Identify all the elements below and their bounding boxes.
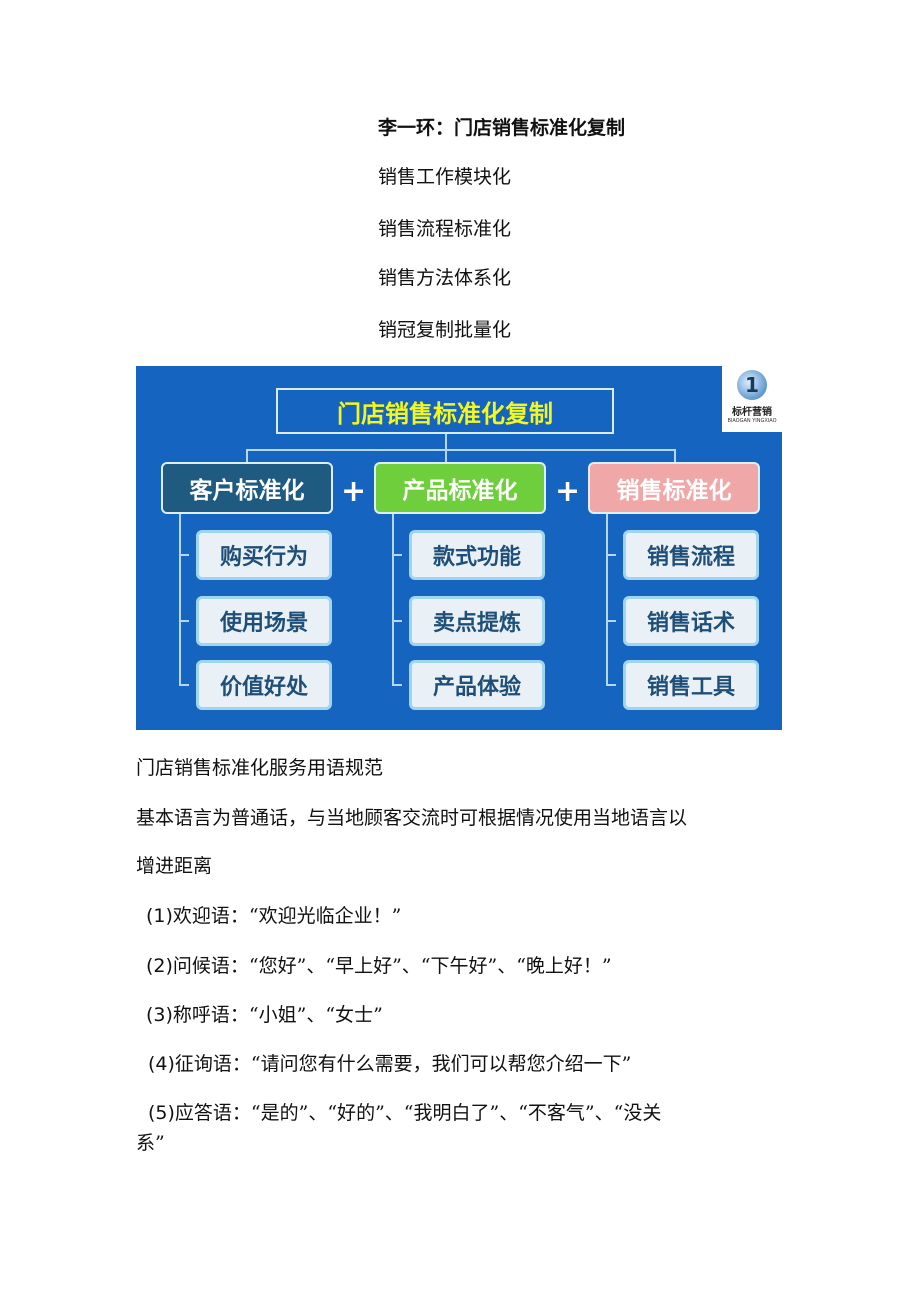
logo: 1 标杆营销 BIAOGAN YINGXIAO bbox=[722, 366, 782, 432]
intro-line-1: 基本语言为普通话，与当地顾客交流时可根据情况使用当地语言以 bbox=[136, 807, 688, 829]
plus-icon: + bbox=[341, 474, 367, 509]
item-text: 问候语：“您好”、“早上好”、“下午好”、“晚上好！” bbox=[172, 955, 612, 977]
greeting-item: (2)问候语：“您好”、“早上好”、“下午好”、“晚上好！” bbox=[146, 954, 612, 978]
doc-title: 李一环：门店销售标准化复制 bbox=[378, 117, 626, 139]
logo-name: 标杆营销 bbox=[732, 407, 772, 418]
greeting-item: (3)称呼语：“小姐”、“女士” bbox=[146, 1003, 383, 1027]
point-3: 销售方法体系化 bbox=[378, 267, 512, 289]
intro-line-2: 增进距离 bbox=[136, 855, 213, 877]
point-4: 销冠复制批量化 bbox=[378, 319, 512, 341]
greeting-item: (4)征询语：“请问您有什么需要，我们可以帮您介绍一下” bbox=[148, 1052, 631, 1076]
sub-item-box: 产品体验 bbox=[409, 660, 545, 710]
item-number: (4) bbox=[148, 1053, 175, 1075]
item-text: 称呼语：“小姐”、“女士” bbox=[172, 1004, 383, 1026]
section-heading: 门店销售标准化服务用语规范 bbox=[136, 757, 384, 779]
sub-item-box: 购买行为 bbox=[196, 530, 332, 580]
item-text: 应答语：“是的”、“好的”、“我明白了”、“不客气”、“没关 bbox=[174, 1102, 662, 1124]
sub-item-box: 卖点提炼 bbox=[409, 596, 545, 646]
sub-item-box: 款式功能 bbox=[409, 530, 545, 580]
sub-item-box: 使用场景 bbox=[196, 596, 332, 646]
item-text: 欢迎语：“欢迎光临企业！” bbox=[172, 905, 402, 927]
item-number: (5) bbox=[148, 1102, 175, 1124]
sub-item-box: 销售工具 bbox=[623, 660, 759, 710]
diagram-title: 门店销售标准化复制 bbox=[276, 388, 614, 434]
point-2: 销售流程标准化 bbox=[378, 218, 512, 240]
item-5-continued: 系” bbox=[136, 1132, 165, 1154]
item-number: (1) bbox=[146, 905, 173, 927]
greeting-item: (1)欢迎语：“欢迎光临企业！” bbox=[146, 904, 401, 928]
item-text: 征询语：“请问您有什么需要，我们可以帮您介绍一下” bbox=[174, 1053, 632, 1075]
point-1: 销售工作模块化 bbox=[378, 166, 512, 188]
item-number: (2) bbox=[146, 955, 173, 977]
diagram-image: 门店销售标准化复制 客户标准化购买行为使用场景价值好处 产品标准化款式功能卖点提炼… bbox=[136, 366, 782, 730]
sub-item-box: 销售流程 bbox=[623, 530, 759, 580]
category-box: 产品标准化 bbox=[374, 462, 546, 514]
sub-item-box: 销售话术 bbox=[623, 596, 759, 646]
category-box: 销售标准化 bbox=[588, 462, 760, 514]
item-number: (3) bbox=[146, 1004, 173, 1026]
logo-pinyin: BIAOGAN YINGXIAO bbox=[727, 418, 777, 424]
sub-item-box: 价值好处 bbox=[196, 660, 332, 710]
logo-mark-icon: 1 bbox=[737, 370, 767, 400]
category-box: 客户标准化 bbox=[161, 462, 333, 514]
greeting-item: (5)应答语：“是的”、“好的”、“我明白了”、“不客气”、“没关 bbox=[148, 1101, 661, 1125]
plus-icon: + bbox=[555, 474, 581, 509]
